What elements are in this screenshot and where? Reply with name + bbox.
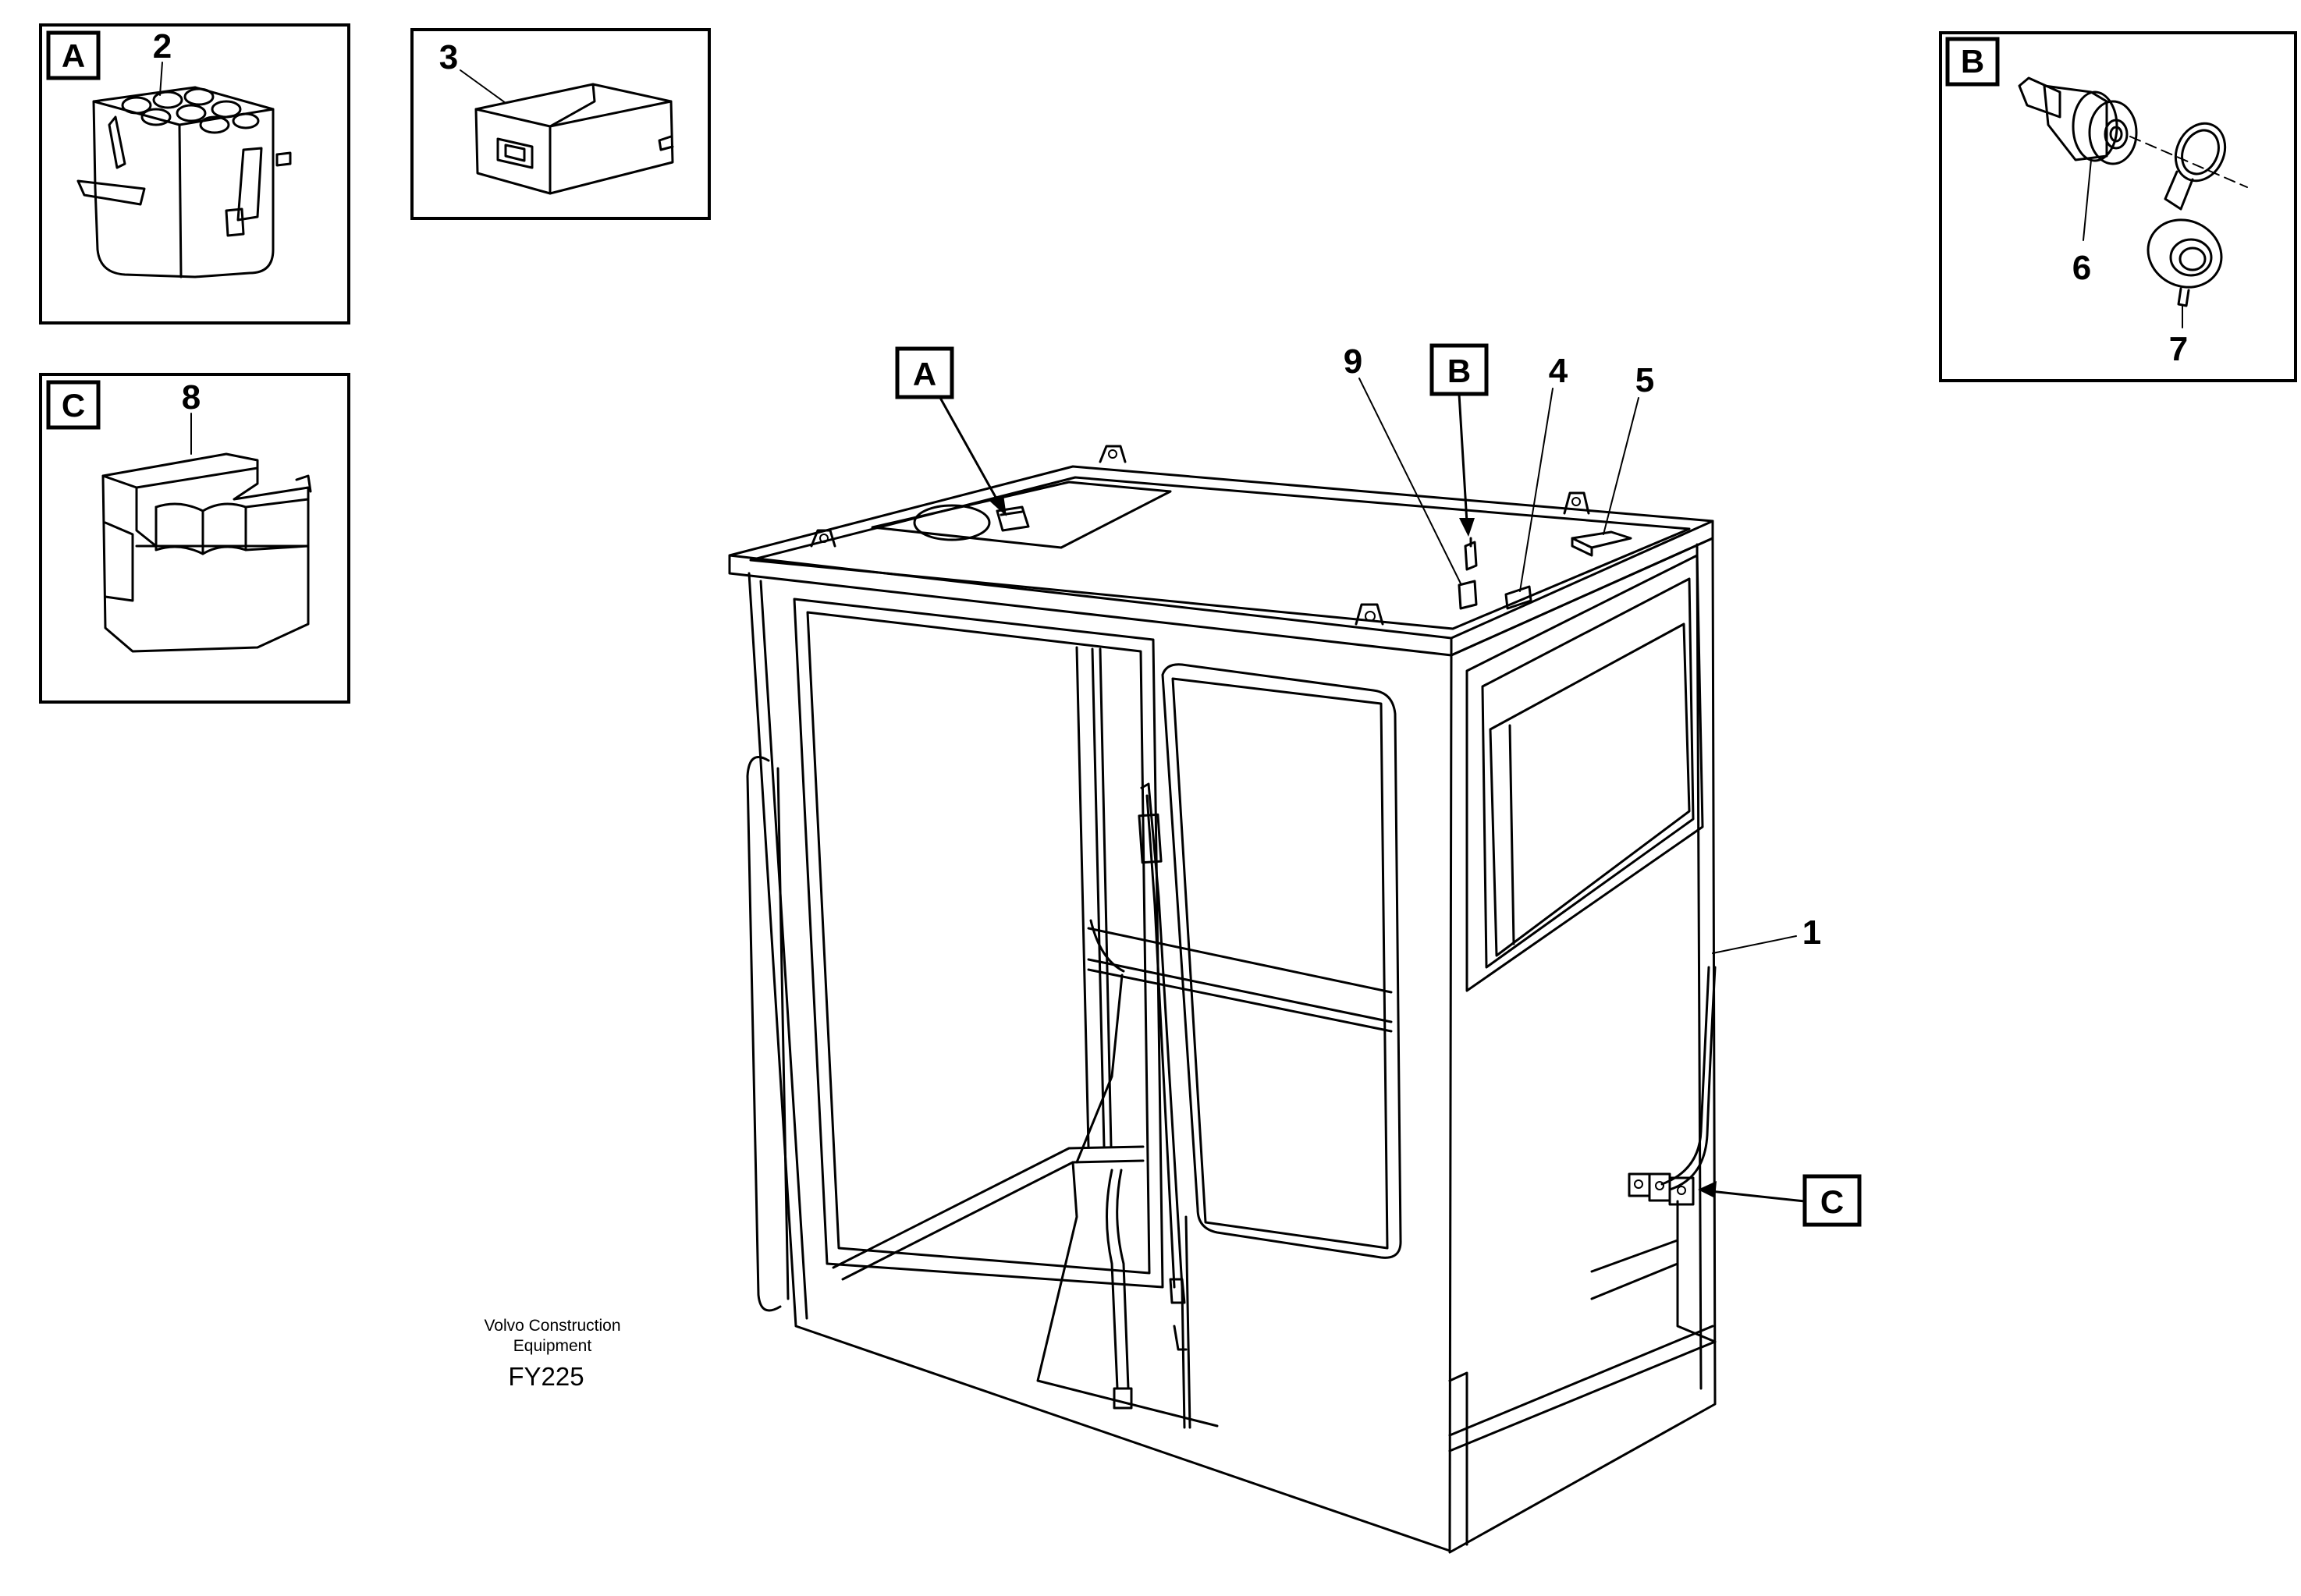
callout-tag-a: A	[895, 346, 1007, 516]
detail-panel-b: B 6 7	[1939, 31, 2297, 382]
credit-line-2: Equipment	[513, 1337, 592, 1355]
arrowhead	[989, 495, 1007, 516]
credit-line-1: Volvo Construction	[484, 1317, 620, 1335]
callout-part-1: 1	[1802, 913, 1821, 952]
single-pin-connector-illustration	[474, 83, 674, 195]
panel-b-part-number-6: 6	[2072, 249, 2091, 287]
panel-c-part-number: 8	[182, 378, 201, 417]
arrowhead	[1698, 1181, 1717, 1198]
detail-panel-a: A 2	[39, 23, 350, 325]
socket-illustration	[2018, 76, 2248, 188]
cab-frame-illustration	[728, 445, 1717, 1554]
protective-cap-illustration	[2147, 122, 2227, 307]
panel-b-part-number-7: 7	[2169, 330, 2188, 368]
panel-b-tag: B	[1961, 43, 1984, 80]
callout-tag-a-label: A	[913, 356, 936, 392]
panel-b-tag-box	[1945, 37, 2000, 87]
callout-part-9: 9	[1344, 342, 1362, 381]
roof-switch-4	[1504, 585, 1532, 610]
credit-block: Volvo Construction Equipment FY225	[484, 1317, 620, 1391]
callout-part-5: 5	[1635, 361, 1654, 399]
callout-tag-c-label: C	[1820, 1183, 1844, 1220]
figure-code: FY225	[508, 1362, 584, 1391]
panel-a-tag: A	[62, 37, 85, 74]
callout-tag-b-label: B	[1447, 353, 1471, 389]
panel-c-tag: C	[62, 387, 85, 424]
roof-socket-b	[1464, 537, 1478, 571]
callout-tag-c: C	[1698, 1174, 1862, 1227]
arrowhead	[1459, 518, 1475, 537]
connector-block-c	[1628, 1172, 1695, 1206]
panel-a-tag-box	[46, 30, 101, 80]
callout-part-4: 4	[1549, 352, 1568, 390]
panel-a-part-number: 2	[153, 27, 172, 66]
cable-holder-illustration	[101, 452, 312, 653]
multi-pin-connector-illustration	[76, 86, 292, 278]
panel-3-part-number: 3	[439, 38, 458, 76]
detail-panel-3: 3	[410, 28, 711, 220]
panel-c-tag-box	[46, 380, 101, 430]
roof-holder-9	[1458, 580, 1478, 610]
callout-tag-b: B	[1429, 343, 1489, 537]
roof-plate-5	[1571, 530, 1632, 557]
detail-panel-c: C 8	[39, 373, 350, 704]
